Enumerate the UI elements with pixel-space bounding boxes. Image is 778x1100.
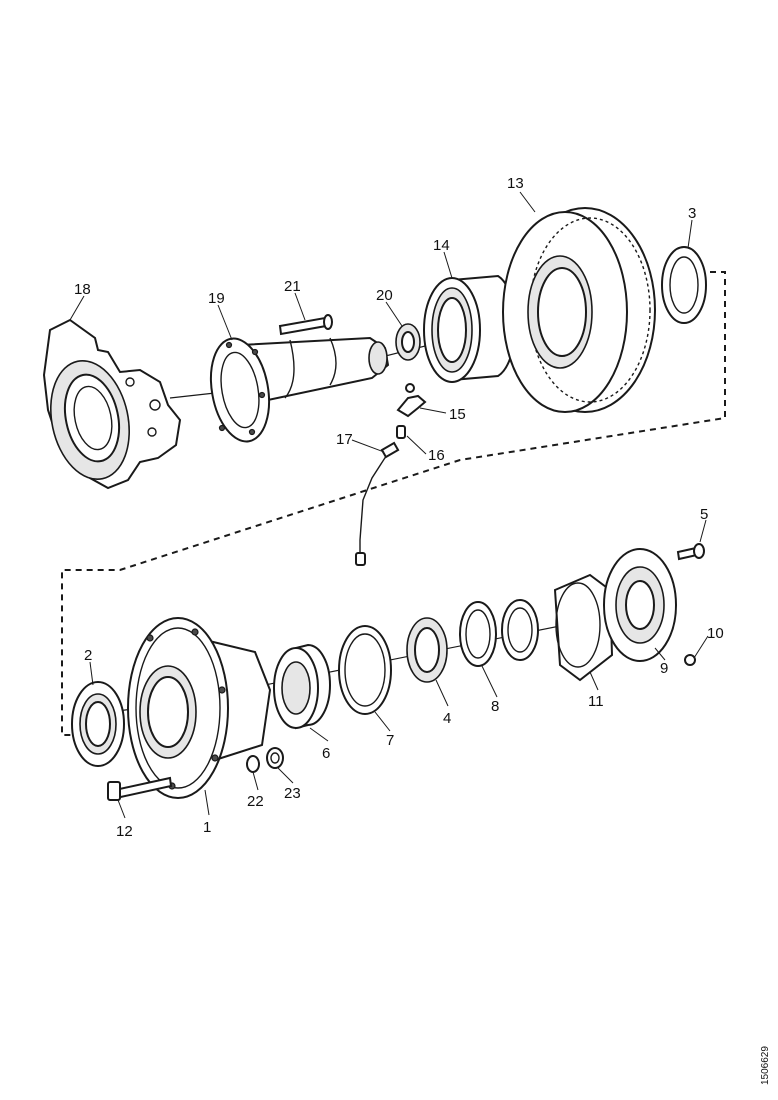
callout-16: 16 [428,447,445,464]
spacer-ring-7 [338,625,392,715]
callout-10: 10 [707,625,724,642]
wheel-stud-12 [107,776,173,801]
callout-4: 4 [443,710,451,727]
plug-10 [684,654,696,666]
bearing-4 [406,617,448,683]
nut-22 [246,755,260,773]
bolt-21 [278,314,333,336]
callout-23: 23 [284,785,301,802]
callout-numbers: 1 2 3 4 5 6 7 8 9 10 11 12 13 14 15 16 1… [74,175,724,840]
callout-13: 13 [507,175,524,192]
steering-knuckle [42,318,182,490]
upper-connector-dashes [61,271,726,736]
callout-9: 9 [660,660,668,677]
callout-11: 11 [588,693,604,710]
callout-21: 21 [284,278,301,295]
callout-8: 8 [491,698,499,715]
abs-sensor-ring [423,274,517,383]
callout-19: 19 [208,290,225,307]
brake-disc [502,207,656,413]
spindle [209,336,390,443]
leader-lines [69,191,709,819]
callout-7: 7 [386,732,394,749]
callout-17: 17 [336,431,353,448]
bearing-6 [273,643,331,730]
sensor-bracket-15 [396,383,427,418]
nut-23 [266,747,284,769]
callout-20: 20 [376,287,393,304]
callout-2: 2 [84,647,92,664]
seal-2 [71,681,125,767]
sleeve-16 [396,425,406,439]
lock-ring-8 [459,601,497,667]
callout-22: 22 [247,793,264,810]
seal-3 [661,246,707,324]
abs-sensor-cable-17 [355,441,400,566]
document-id: 1506629 [760,1046,771,1085]
seal-ring-20 [395,323,421,361]
hub-cap-9 [603,548,677,662]
callout-3: 3 [688,205,696,222]
wheel-hub [127,617,272,799]
circlip-11 [501,573,614,682]
screw-5 [676,543,705,561]
callout-18: 18 [74,281,91,298]
callout-5: 5 [700,506,708,523]
callout-6: 6 [322,745,330,762]
callout-12: 12 [116,823,133,840]
callout-1: 1 [203,819,211,836]
callout-15: 15 [449,406,466,423]
callout-14: 14 [433,237,450,254]
